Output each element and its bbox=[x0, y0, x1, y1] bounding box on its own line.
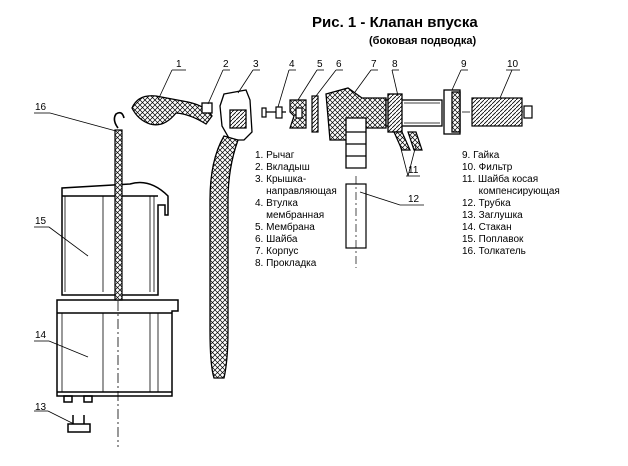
callout-numbers: 1 2 3 4 5 6 7 8 9 10 11 12 13 14 15 16 bbox=[35, 59, 519, 413]
callout-9: 9 bbox=[461, 59, 467, 70]
compensating-washer-part bbox=[393, 131, 423, 151]
legend-left: 1. Рычаг 2. Вкладыш 3. Крышка- направляю… bbox=[255, 150, 380, 270]
legend-item: 12. Трубка bbox=[462, 198, 511, 209]
legend-item: 9. Гайка bbox=[462, 150, 500, 161]
callout-10: 10 bbox=[507, 59, 519, 70]
plug-part bbox=[67, 415, 91, 433]
callout-13: 13 bbox=[35, 402, 47, 413]
legend-item: 6. Шайба bbox=[255, 234, 298, 245]
filter-part bbox=[462, 97, 533, 127]
legend-item: 11. Шайба косая компенсирующая bbox=[462, 174, 560, 197]
gasket-part bbox=[385, 93, 443, 133]
legend-item: 13. Заглушка bbox=[462, 210, 523, 221]
pusher-part bbox=[113, 111, 125, 301]
bushing-part bbox=[261, 106, 286, 119]
legend-item: 16. Толкатель bbox=[462, 246, 526, 257]
callout-12: 12 bbox=[408, 194, 420, 205]
legend-item: 10. Фильтр bbox=[462, 162, 513, 173]
callout-11: 11 bbox=[408, 165, 419, 176]
callout-8: 8 bbox=[392, 59, 398, 70]
lever-part bbox=[131, 95, 213, 126]
callout-1: 1 bbox=[176, 59, 182, 70]
callout-14: 14 bbox=[35, 330, 47, 341]
legend-item: 1. Рычаг bbox=[255, 150, 295, 161]
legend-item: 5. Мембрана bbox=[255, 222, 315, 233]
cover-guide-part bbox=[209, 89, 253, 379]
callout-7: 7 bbox=[371, 59, 377, 70]
washer-part bbox=[311, 95, 319, 133]
diagram-subtitle: (боковая подводка) bbox=[369, 35, 477, 47]
legend-item: 2. Вкладыш bbox=[255, 162, 310, 173]
tube-part bbox=[345, 176, 367, 268]
diagram-title: Рис. 1 - Клапан впуска bbox=[312, 14, 478, 31]
callout-5: 5 bbox=[317, 59, 323, 70]
legend-right: 9. Гайка 10. Фильтр 11. Шайба косая комп… bbox=[462, 150, 602, 258]
callout-3: 3 bbox=[253, 59, 259, 70]
insert-part bbox=[201, 102, 213, 114]
nut-part bbox=[443, 89, 461, 135]
callout-16: 16 bbox=[35, 102, 47, 113]
legend-item: 8. Прокладка bbox=[255, 258, 317, 269]
legend-item: 3. Крышка- направляющая bbox=[255, 174, 337, 197]
legend-item: 4. Втулка мембранная bbox=[255, 198, 325, 221]
legend-item: 7. Корпус bbox=[255, 246, 299, 257]
callout-15: 15 bbox=[35, 216, 47, 227]
callout-6: 6 bbox=[336, 59, 342, 70]
body-part bbox=[325, 87, 387, 169]
legend-item: 14. Стакан bbox=[462, 222, 512, 233]
cup-part bbox=[56, 299, 179, 403]
callout-4: 4 bbox=[289, 59, 295, 70]
legend-item: 15. Поплавок bbox=[462, 234, 524, 245]
callout-2: 2 bbox=[223, 59, 229, 70]
membrane-part bbox=[289, 99, 307, 129]
leader-lines bbox=[34, 69, 520, 425]
